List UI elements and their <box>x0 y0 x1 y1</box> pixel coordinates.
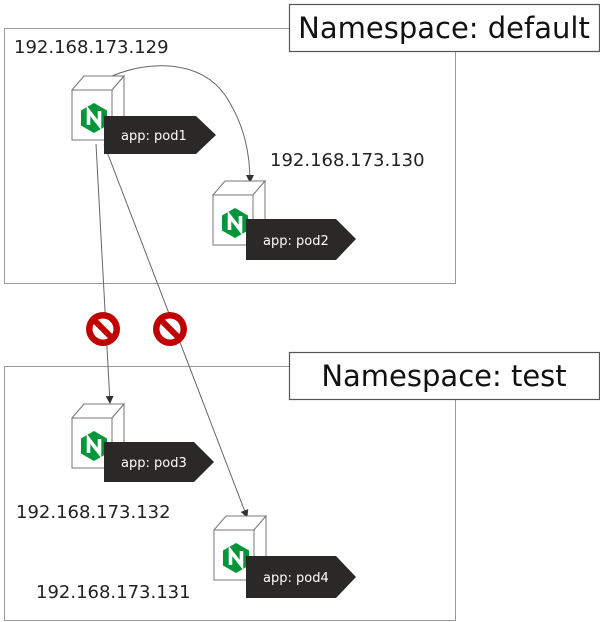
namespace-default-title-box <box>288 3 600 53</box>
pod-ip: 192.168.173.129 <box>14 37 169 58</box>
namespace-default-title: Namespace: default <box>298 11 590 45</box>
edge-pod1-to-pod2 <box>111 65 254 183</box>
namespace-test-title: Namespace: test <box>321 359 566 393</box>
namespace-test-title-box <box>288 351 600 401</box>
pod-label: app: pod4 <box>263 571 329 586</box>
pod-ip: 192.168.173.132 <box>16 502 171 523</box>
pod-label: app: pod2 <box>263 234 329 249</box>
pod-label-tag <box>104 116 216 154</box>
pod-1: app: pod1 192.168.173.129 <box>14 37 216 154</box>
pod-label: app: pod3 <box>121 456 187 471</box>
pod-3: app: pod3 192.168.173.132 <box>16 402 214 523</box>
blocked-icon <box>153 312 187 346</box>
pod-2: app: pod2 192.168.173.130 <box>211 150 425 260</box>
pod-label-tag <box>246 556 356 598</box>
blocked-icon <box>86 312 120 346</box>
pod-4: app: pod4 192.168.173.131 <box>36 514 356 603</box>
edge-pod1-to-pod3 <box>95 143 114 404</box>
pod-label: app: pod1 <box>121 129 187 144</box>
pod-label-tag <box>104 442 214 482</box>
pod-label-tag <box>246 219 356 260</box>
pod-ip: 192.168.173.131 <box>36 582 191 603</box>
pod-ip: 192.168.173.130 <box>270 150 425 171</box>
